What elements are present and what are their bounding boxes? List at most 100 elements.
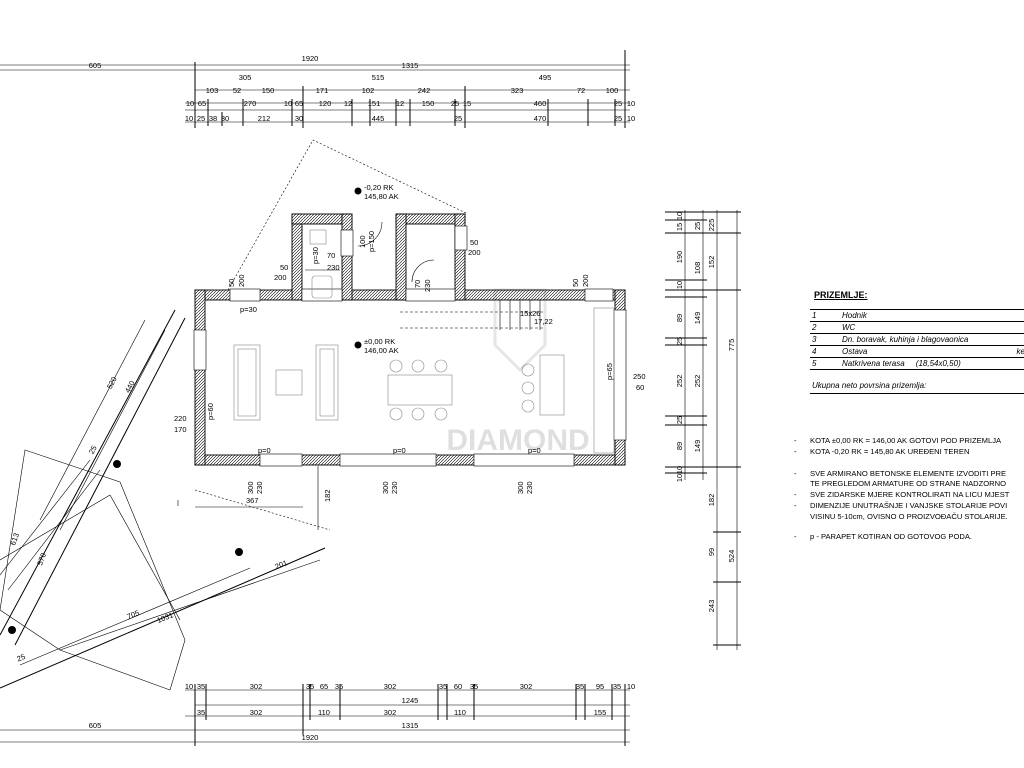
dim-text: 302 bbox=[250, 682, 263, 691]
dim-text: 102 bbox=[362, 86, 375, 95]
plan-labels: -0,20 RK 145,80 AK ±0,00 RK 146,00 AK 70… bbox=[174, 183, 646, 505]
note-text: SVE ZIDARSKE MJERE KONTROLIRATI NA LICU … bbox=[810, 490, 1010, 499]
label: 50 bbox=[280, 263, 288, 272]
dim-text: 95 bbox=[596, 682, 604, 691]
dim-text: 705 bbox=[126, 608, 141, 621]
dim-text: 15 bbox=[463, 99, 471, 108]
terrace-dim-texts: 520 440 25 613 570 201 705 1031 25 bbox=[8, 375, 288, 663]
legend-divider bbox=[810, 393, 1024, 394]
dim-text: 323 bbox=[511, 86, 524, 95]
label: p=0 bbox=[393, 446, 406, 455]
dim-text: 150 bbox=[422, 99, 435, 108]
note-line: -KOTA ±0,00 RK = 146,00 AK GOTOVI POD PR… bbox=[794, 436, 1002, 445]
toilet bbox=[311, 275, 333, 299]
label: 220 bbox=[174, 414, 187, 423]
wc-sink bbox=[309, 229, 327, 245]
dim-text: 570 bbox=[35, 552, 48, 567]
dim-text: 30 bbox=[221, 114, 229, 123]
dim-text: 35 bbox=[576, 682, 584, 691]
note-text: SVE ARMIRANO BETONSKE ELEMENTE IZVODITI … bbox=[810, 469, 1007, 478]
label: 15x26 bbox=[520, 309, 540, 318]
legend-row: 1 Hodnik ke bbox=[810, 309, 1024, 322]
dim-text: 25 bbox=[675, 416, 684, 424]
legend-table: 1 Hodnik ke 2 WC ke 3 Dn. boravak, kuhin… bbox=[810, 309, 1024, 370]
dim-text: 25 bbox=[454, 114, 462, 123]
dim-text: 100 bbox=[606, 86, 619, 95]
kitchen-counter bbox=[593, 307, 615, 454]
dim-text: 524 bbox=[727, 550, 736, 563]
watermark-text: DIAMOND bbox=[446, 424, 589, 457]
label: 230 bbox=[423, 279, 432, 292]
room-legend: PRIZEMLJE: 1 Hodnik ke 2 WC ke 3 Dn. bor… bbox=[800, 284, 1024, 409]
note-line: -p - PARAPET KOTIRAN OD GOTOVOG PODA. bbox=[794, 532, 973, 541]
dim-text: 445 bbox=[372, 114, 385, 123]
dim-text: 110 bbox=[318, 708, 330, 717]
dim-text: 605 bbox=[89, 721, 102, 730]
label: 182 bbox=[323, 489, 332, 502]
dim-text: 182 bbox=[707, 494, 716, 507]
dim-text: 12 bbox=[344, 99, 352, 108]
legend-num: 2 bbox=[810, 321, 840, 334]
dim-text: 520 bbox=[105, 375, 119, 390]
label: 200 bbox=[468, 248, 481, 257]
site-outline-dashed bbox=[194, 139, 469, 531]
legend-num: 3 bbox=[810, 333, 840, 346]
dim-text: 212 bbox=[258, 114, 271, 123]
label: 50 bbox=[470, 238, 478, 247]
label: 70 bbox=[413, 280, 422, 288]
dim-text: 302 bbox=[520, 682, 533, 691]
dim-text: 243 bbox=[707, 600, 716, 613]
dim-text: 35 bbox=[470, 682, 478, 691]
label: 200 bbox=[581, 274, 590, 287]
dim-text: 470 bbox=[534, 114, 547, 123]
note-text: KOTA -0,20 RK = 145,80 AK UREĐENI TEREN bbox=[810, 447, 970, 456]
legend-room: WC bbox=[840, 321, 984, 334]
right-dimension-texts: 10 15 190 10 89 25 252 89 25 10 10 25 10… bbox=[675, 212, 736, 612]
dining-table bbox=[387, 374, 453, 406]
dim-text: 460 bbox=[534, 99, 547, 108]
bottom-dimension-chains bbox=[0, 684, 630, 746]
label: p=60 bbox=[206, 403, 215, 420]
legend-floor: ker.pl. bbox=[984, 345, 1024, 358]
dim-text: 242 bbox=[418, 86, 431, 95]
dim-text: 302 bbox=[250, 708, 263, 717]
storage-door-swing bbox=[411, 259, 435, 283]
note-text: p - PARAPET KOTIRAN OD GOTOVOG PODA. bbox=[810, 532, 973, 541]
label: 60 bbox=[636, 383, 644, 392]
furniture bbox=[233, 221, 615, 454]
legend-total: Ukupna neto povrsina prizemlja: bbox=[812, 381, 927, 390]
label: p=30 bbox=[240, 305, 257, 314]
dim-text: 38 bbox=[209, 114, 217, 123]
dim-text: 10 bbox=[675, 212, 684, 220]
legend-room: Natkrivena terasa (18,54x0,50) bbox=[840, 357, 984, 370]
dim-text: 10 bbox=[627, 99, 635, 108]
label: 200 bbox=[237, 274, 246, 287]
label: p=0 bbox=[258, 446, 271, 455]
label: 70 bbox=[327, 251, 335, 260]
dim-text: 152 bbox=[707, 256, 716, 269]
dim-text: 149 bbox=[693, 312, 702, 325]
dim-text: 25 bbox=[197, 114, 205, 123]
legend-floor: ke bbox=[984, 333, 1024, 346]
dim-text: 103 bbox=[206, 86, 219, 95]
dim-text: 440 bbox=[123, 379, 137, 394]
dim-text: 10 bbox=[185, 682, 193, 691]
label: p=0 bbox=[528, 446, 541, 455]
dim-text: 190 bbox=[675, 251, 684, 264]
label: 300 bbox=[246, 481, 255, 494]
wc-door-swing bbox=[357, 221, 383, 247]
dim-text: 150 bbox=[262, 86, 275, 95]
dim-text: 35 bbox=[197, 682, 205, 691]
terrace-walkway bbox=[0, 309, 326, 691]
dim-text: 15 bbox=[675, 223, 684, 231]
dim-text: 10 bbox=[627, 114, 635, 123]
dim-text: 72 bbox=[577, 86, 585, 95]
legend-row: 5 Natkrivena terasa (18,54x0,50) ke bbox=[810, 357, 1024, 370]
dim-text: 302 bbox=[384, 708, 397, 717]
misc-dim-lines bbox=[177, 466, 319, 530]
dim-top-1315: 1315 bbox=[402, 61, 419, 70]
note-line: TE PREGLEDOM ARMATURE OD STRANE NADZORNO bbox=[794, 479, 1006, 488]
label: 17,22 bbox=[534, 317, 553, 326]
dim-text: 52 bbox=[233, 86, 241, 95]
